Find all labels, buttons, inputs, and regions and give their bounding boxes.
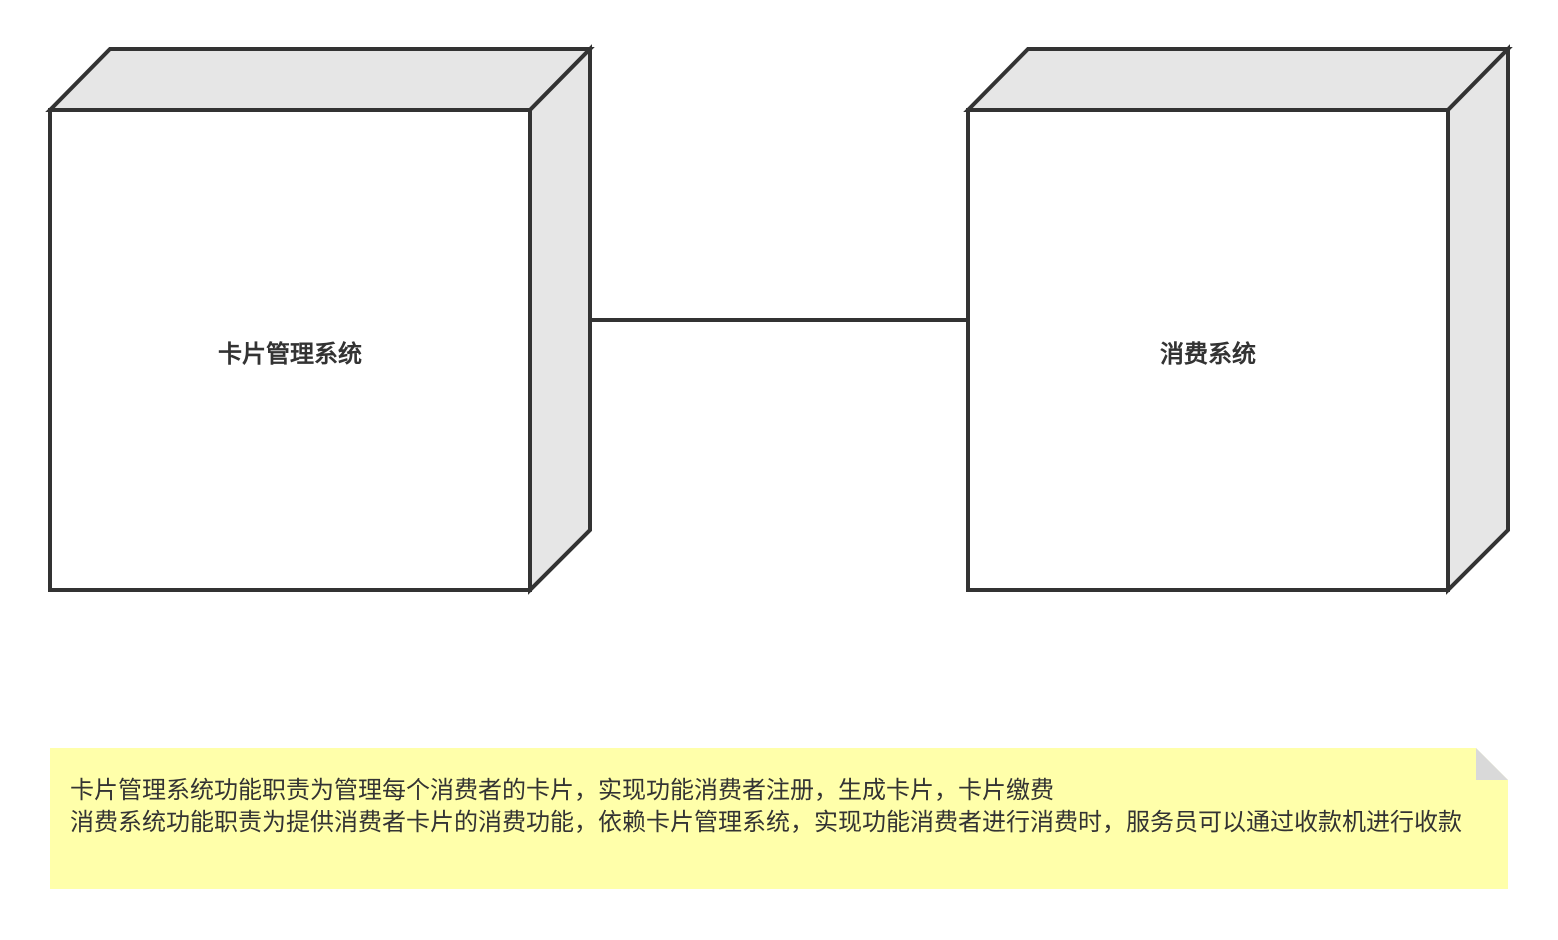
node-card-top-face bbox=[45, 47, 595, 112]
node-consume-side-face bbox=[1446, 44, 1510, 595]
node-consume-front-face bbox=[966, 108, 1450, 592]
node-card-management-system[interactable]: 卡片管理系统 bbox=[45, 44, 595, 595]
node-consume-top-face bbox=[963, 47, 1513, 112]
description-note[interactable]: 卡片管理系统功能职责为管理每个消费者的卡片，实现功能消费者注册，生成卡片，卡片缴… bbox=[50, 748, 1508, 889]
note-text: 卡片管理系统功能职责为管理每个消费者的卡片，实现功能消费者注册，生成卡片，卡片缴… bbox=[70, 774, 1485, 838]
note-line-consume-system: 消费系统功能职责为提供消费者卡片的消费功能，依赖卡片管理系统，实现功能消费者进行… bbox=[70, 808, 1462, 836]
node-consumption-system[interactable]: 消费系统 bbox=[963, 44, 1513, 595]
note-line-card-system: 卡片管理系统功能职责为管理每个消费者的卡片，实现功能消费者注册，生成卡片，卡片缴… bbox=[70, 776, 1054, 804]
node-card-label: 卡片管理系统 bbox=[218, 340, 362, 368]
node-card-side-face bbox=[528, 44, 592, 595]
node-card-front-face bbox=[48, 108, 532, 592]
node-consume-label: 消费系统 bbox=[1160, 340, 1256, 368]
